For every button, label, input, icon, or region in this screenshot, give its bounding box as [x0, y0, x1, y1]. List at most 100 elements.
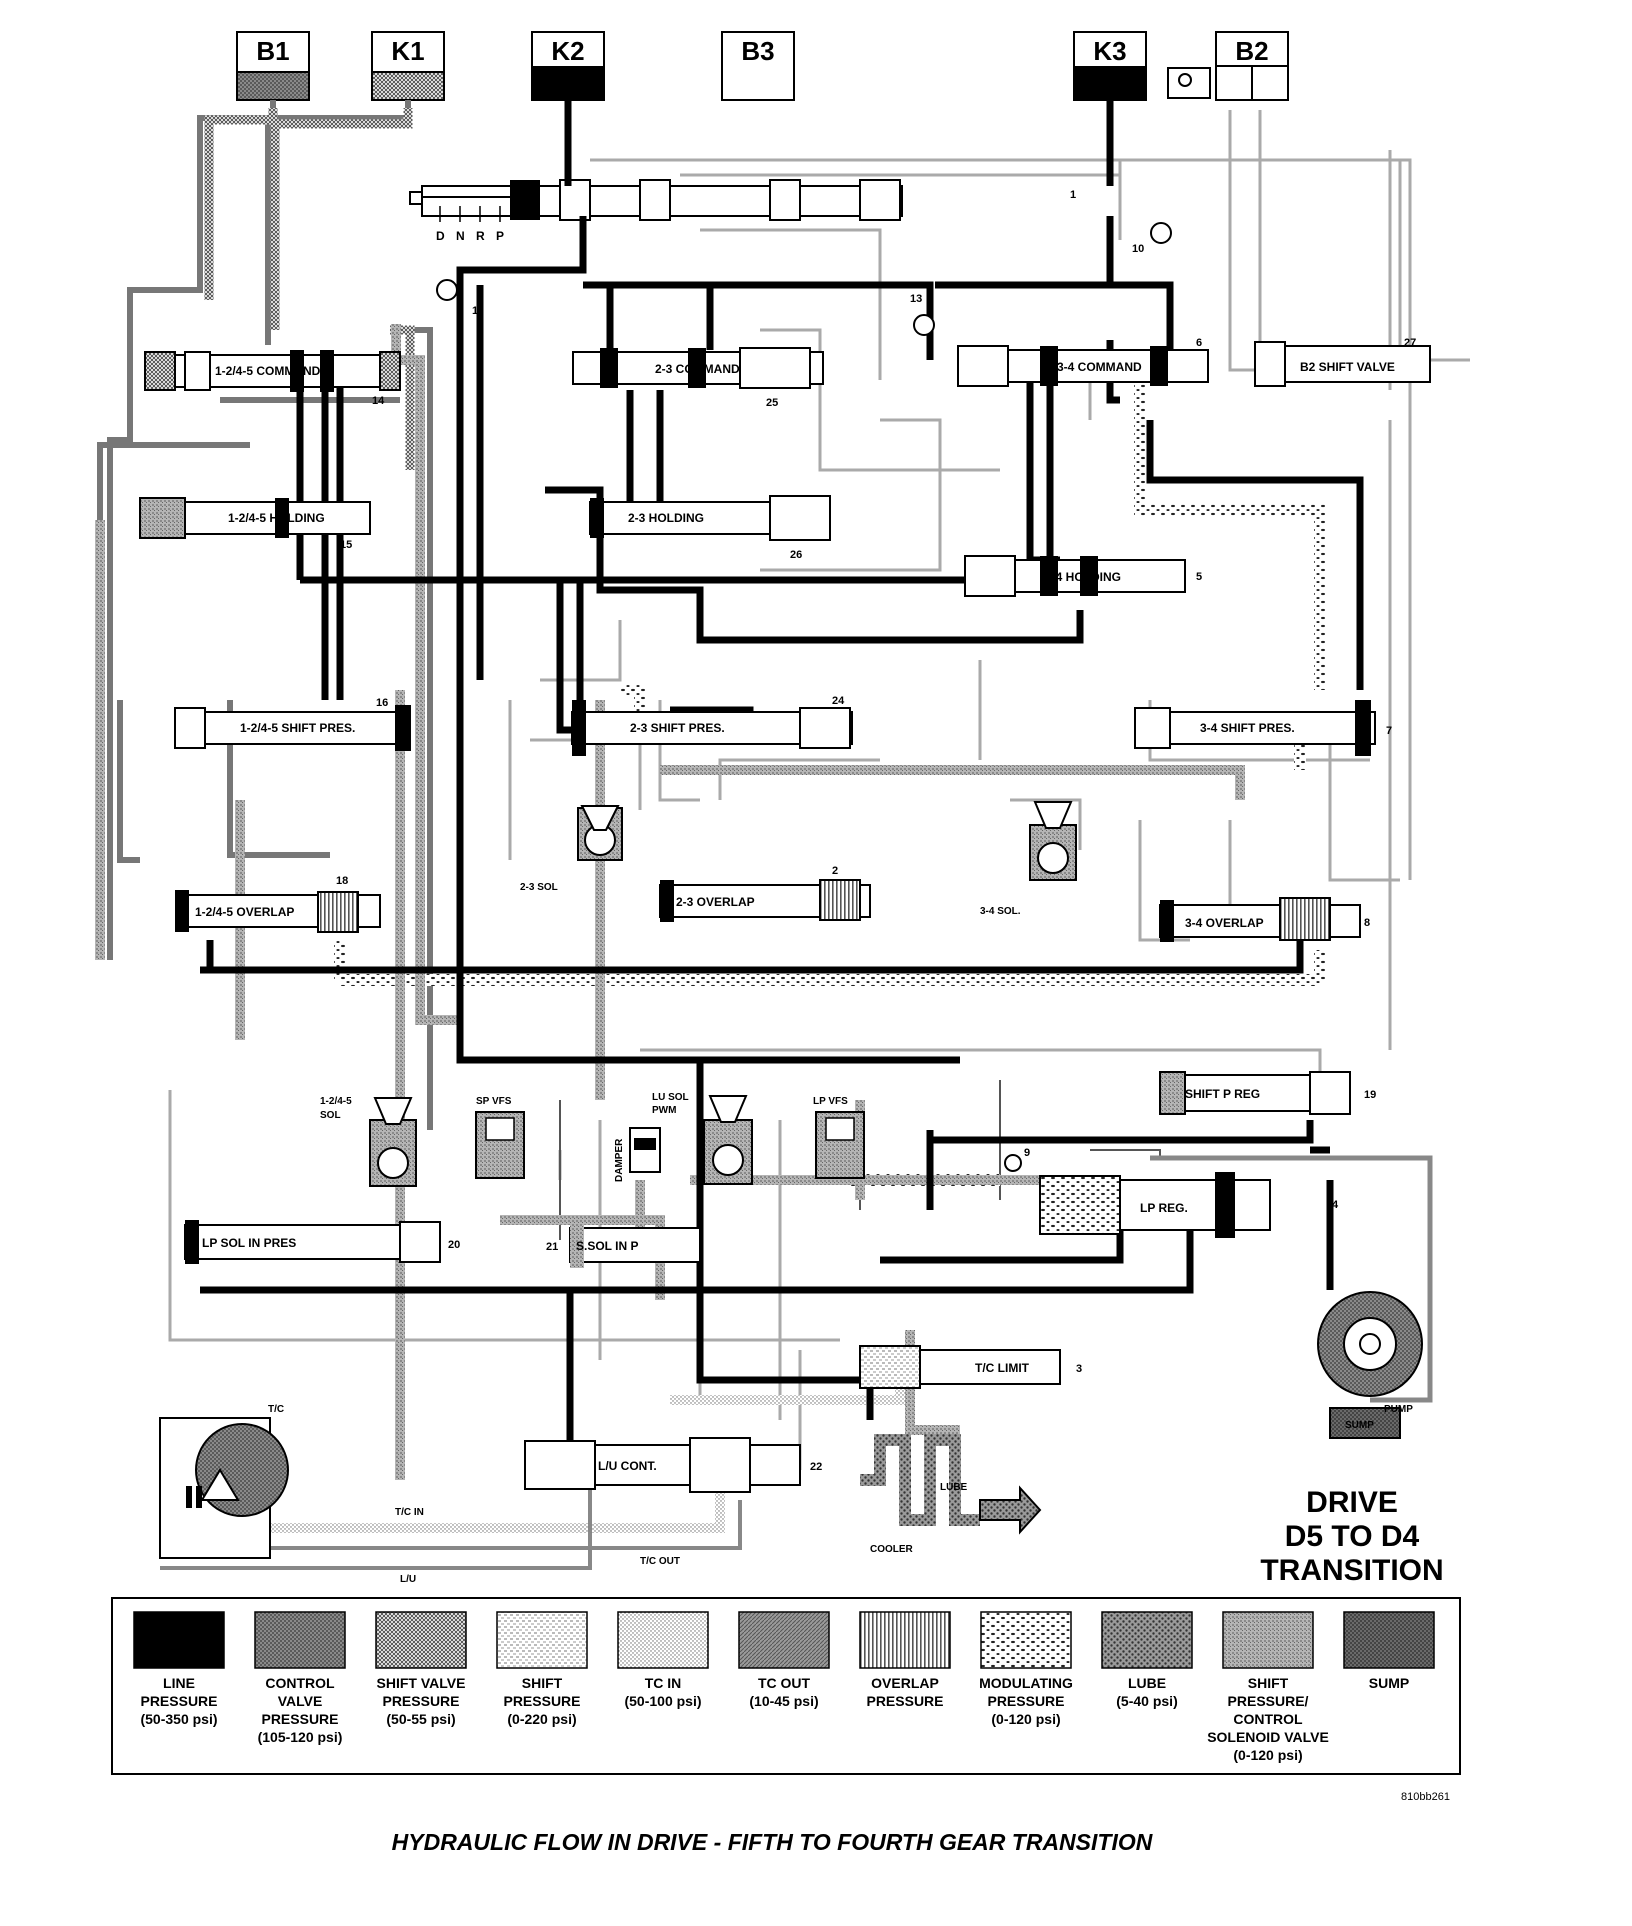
legend-label-line: (50-350 psi)	[140, 1711, 217, 1727]
solenoid-23	[577, 805, 623, 861]
valve-label: 2-3 HOLDING	[628, 511, 704, 525]
callout-10: 10	[1132, 243, 1144, 255]
damper-label: DAMPER	[614, 1138, 625, 1182]
valve-label: SHIFT P REG	[1185, 1087, 1260, 1101]
valve-label: 3-4 OVERLAP	[1185, 916, 1264, 930]
callout-16: 16	[376, 697, 388, 709]
lube-passages	[860, 1434, 980, 1526]
legend-label-shift: SHIFT	[522, 1675, 563, 1691]
callout-6: 6	[1196, 337, 1202, 349]
cooler-label: COOLER	[870, 1544, 914, 1555]
legend-label-modulating: (0-120 psi)	[991, 1711, 1060, 1727]
callout-3: 3	[1076, 1363, 1082, 1375]
selector-positions: D N R P	[436, 229, 504, 243]
clutch-label: K1	[391, 36, 424, 66]
lube-label: LUBE	[940, 1482, 968, 1493]
callout-8: 8	[1364, 917, 1370, 929]
lu-label: L/U	[400, 1574, 416, 1585]
sump-label: SUMP	[1345, 1420, 1374, 1431]
legend-swatch-modulating	[980, 1611, 1072, 1669]
valve-1245-shiftpres: 1-2/4-5 SHIFT PRES.	[174, 705, 411, 751]
legend-label-shift: PRESSURE	[503, 1693, 580, 1709]
check-ball-13	[913, 314, 935, 336]
valve-34-shiftpres: 3-4 SHIFT PRES.	[1134, 700, 1376, 756]
solenoid-damper	[629, 1127, 661, 1173]
component-labels: 2-3 SOL 3-4 SOL. 1-2/4-5 SOL SP VFS LU S…	[268, 882, 1413, 1585]
valve-34-overlap: 3-4 OVERLAP	[1159, 897, 1361, 942]
legend-label-tcin: (50-100 psi)	[624, 1693, 701, 1709]
line-pressure-passages	[200, 100, 1364, 1440]
valve-s-sol-in-p: S.SOL IN P	[569, 1222, 701, 1268]
legend-label-control: (105-120 psi)	[258, 1729, 343, 1745]
selector-p: P	[496, 229, 504, 243]
callout-13: 13	[910, 293, 922, 305]
check-ball-11	[436, 279, 458, 301]
valve-label: 2-3 COMMAND	[655, 362, 740, 376]
clutch-k2: K2	[531, 31, 605, 101]
legend-swatch-shiftsol	[1222, 1611, 1314, 1669]
valve-label: 3-4 HOLDING	[1045, 570, 1121, 584]
lp-vfs-label: LP VFS	[813, 1096, 848, 1107]
legend-label-shift: (0-220 psi)	[507, 1711, 576, 1727]
valve-label: 1-2/4-5 COMMAND	[215, 364, 321, 378]
callout-26: 26	[790, 549, 802, 561]
legend-label-control: VALVE	[278, 1693, 323, 1709]
legend-label-tcout: TC OUT	[758, 1675, 811, 1691]
sp-vfs-label: SP VFS	[476, 1096, 512, 1107]
sump	[1329, 1407, 1401, 1439]
valve-label: 1-2/4-5 SHIFT PRES.	[240, 721, 355, 735]
legend-label-shiftvalve: (50-55 psi)	[386, 1711, 455, 1727]
legend-label-shiftsol: SOLENOID VALVE	[1207, 1729, 1329, 1745]
clutch-k3: K3	[1073, 31, 1147, 101]
figure-caption: HYDRAULIC FLOW IN DRIVE - FIFTH TO FOURT…	[392, 1829, 1153, 1855]
legend-label-tcout: (10-45 psi)	[749, 1693, 818, 1709]
tc-out-label: T/C OUT	[640, 1556, 680, 1567]
valve-shift-p-reg: SHIFT P REG	[1159, 1071, 1351, 1115]
valve-23-command: 2-3 COMMAND	[572, 347, 824, 389]
legend-swatch-shiftvalve	[375, 1611, 467, 1669]
solenoid-1245	[369, 1097, 417, 1187]
legend-swatch-tcout	[738, 1611, 830, 1669]
valve-1245-holding: 1-2/4-5 HOLDING	[139, 497, 371, 539]
callout-24: 24	[832, 695, 845, 707]
legend-swatch-control	[254, 1611, 346, 1669]
valve-lp-reg: LP REG.	[1039, 1172, 1271, 1238]
callout-22: 22	[810, 1461, 822, 1473]
mode-title: DRIVE D5 TO D4 TRANSITION	[1260, 1486, 1443, 1587]
legend-swatch-tcin	[617, 1611, 709, 1669]
valve-label: T/C LIMIT	[975, 1361, 1030, 1375]
tc-in-label: T/C IN	[395, 1507, 424, 1518]
b2-check-ball	[1178, 73, 1192, 87]
callout-27: 27	[1404, 337, 1416, 349]
mode-title-line-2: D5 TO D4	[1285, 1520, 1420, 1553]
callout-9: 9	[1024, 1147, 1030, 1159]
legend-swatch-shift	[496, 1611, 588, 1669]
legend-swatch-line	[133, 1611, 225, 1669]
valve-label: LP SOL IN PRES	[202, 1236, 296, 1250]
tc-out-passages	[160, 1480, 742, 1570]
legend-label-control: PRESSURE	[261, 1711, 338, 1727]
sol-1245-label-2: SOL	[320, 1110, 341, 1121]
valve-label: 3-4 COMMAND	[1057, 360, 1142, 374]
valve-23-holding: 2-3 HOLDING	[589, 495, 831, 541]
clutch-b2: B2	[1167, 31, 1289, 101]
solenoid-34	[1029, 801, 1077, 881]
valve-23-overlap: 2-3 OVERLAP	[659, 879, 871, 922]
check-ball-10	[1150, 222, 1172, 244]
legend-swatch-sump	[1343, 1611, 1435, 1669]
legend-label-modulating: MODULATING	[979, 1675, 1073, 1691]
shift-valve-passages	[204, 108, 415, 470]
legend-label-line: LINE	[163, 1675, 195, 1691]
clutch-b3: B3	[721, 31, 795, 101]
valve-b2-shift: B2 SHIFT VALVE	[1254, 341, 1431, 387]
pump-label: PUMP	[1384, 1404, 1413, 1415]
torque-converter	[159, 1417, 289, 1559]
valve-label: L/U CONT.	[598, 1459, 657, 1473]
sol-1245-label-1: 1-2/4-5	[320, 1096, 352, 1107]
valve-1245-command: 1-2/4-5 COMMAND	[144, 350, 401, 392]
legend-label-modulating: PRESSURE	[987, 1693, 1064, 1709]
callout-11: 11	[472, 305, 484, 317]
